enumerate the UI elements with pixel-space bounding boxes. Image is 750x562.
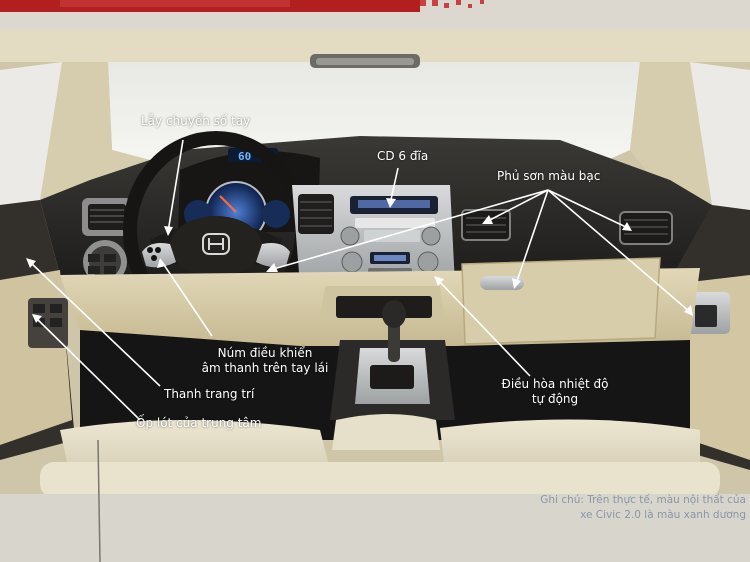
left-control-knobs [83,240,127,284]
driver-seat [60,420,330,475]
climate-knob-left [341,251,363,273]
right-side-window [690,62,750,210]
label-auto-climate-line1: Điều hòa nhiệt độ [501,377,609,391]
armrest [332,414,440,450]
left-door-trim [0,270,72,445]
note-line1: Ghi chú: Trên thực tế, màu nội thất của [540,494,746,506]
label-audio-controls-line2: âm thanh trên tay lái [201,361,329,375]
glovebox [461,257,661,345]
label-auto-climate-line2: tự động [531,392,579,406]
honda-logo-icon [202,233,230,255]
tune-knob [421,226,441,246]
page-fold-line [97,439,101,562]
callout-silver-a [269,189,549,271]
center-right-vent [461,209,511,241]
rear-seat-bench [40,462,720,498]
callout-silver-c [515,189,549,285]
callout-audio [161,261,213,337]
volume-knob [340,226,360,246]
callout-silver-d [547,189,629,229]
gear-knob [382,300,406,328]
cd-slot [355,218,435,228]
callout-climate [437,279,531,377]
note-line2: xe Civic 2.0 là màu xanh dương [580,509,746,521]
callout-silver-b [485,189,549,223]
right-air-vent [619,211,673,245]
roof-liner [0,30,750,62]
left-air-vent [82,198,132,236]
label-silver-paint: Phủ sơn màu bạc [497,169,601,183]
label-cd-changer: CD 6 đĩa [377,149,429,163]
passenger-seat [440,419,700,472]
label-auto-climate: Điều hòa nhiệt độ tự động [480,377,630,407]
left-side-window [0,62,62,205]
brochure-page-bottom [0,494,750,562]
speed-readout: 60 [238,150,251,163]
right-a-pillar [630,62,712,205]
callout-trim [29,261,161,387]
audio-buttons [147,247,161,261]
rearview-mirror [310,54,420,68]
callout-arrowheads [26,198,693,323]
callout-silver-e [547,189,691,313]
label-trim-bar: Thanh trang trí [164,387,255,401]
center-console [320,286,455,420]
callout-manual-shift [167,139,184,233]
climate-knob-right [417,251,439,273]
label-audio-controls-line1: Núm điều khiển [217,346,313,360]
label-audio-controls: Núm điều khiển âm thanh trên tay lái [180,346,350,376]
callout-cd [389,167,399,205]
header-banner [0,0,484,12]
label-manual-shift: Lẫy chuyển số tay [141,114,251,128]
label-center-panel: Ốp lót của trung tâm [136,416,262,430]
callout-center [35,317,141,421]
window-switch-panel [28,298,68,348]
callout-lines [29,139,691,421]
center-air-vent [298,194,334,234]
center-stack [292,185,455,285]
